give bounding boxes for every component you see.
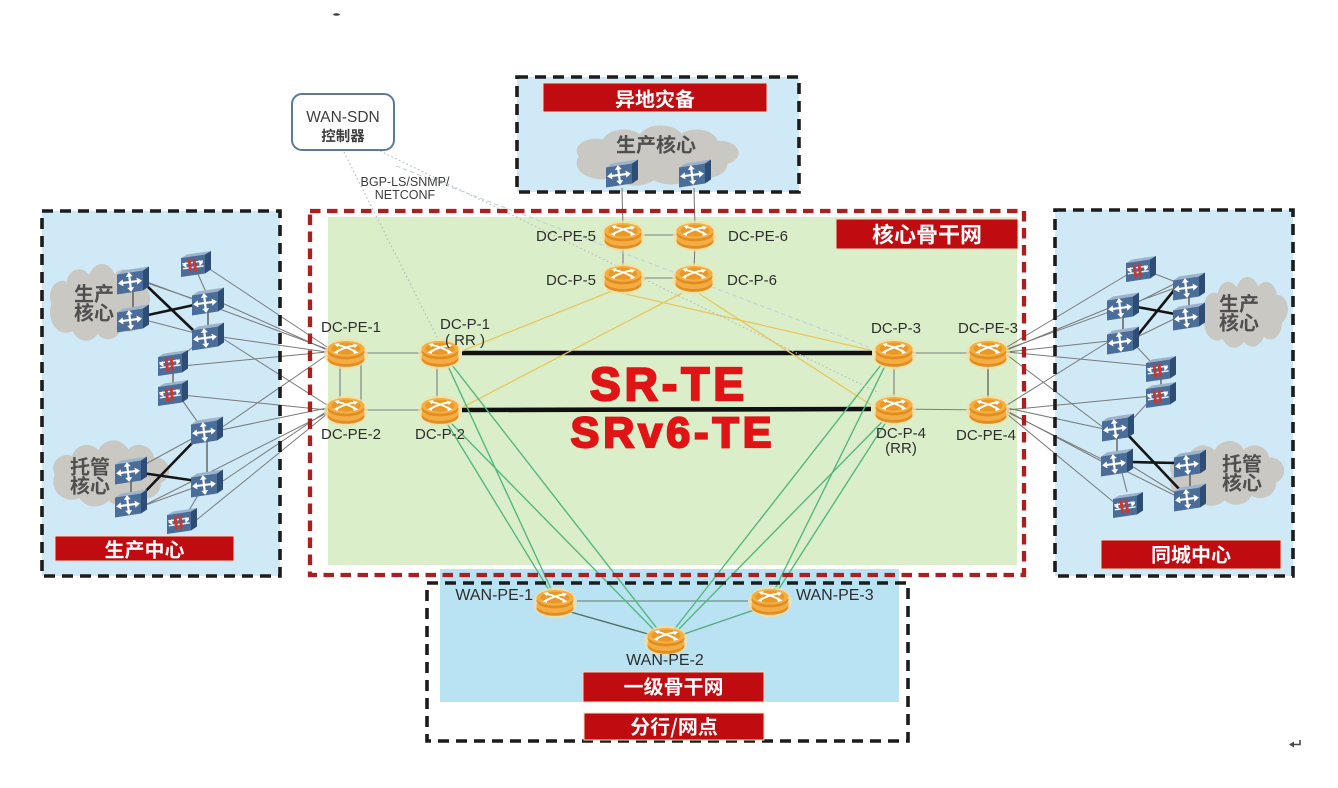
svg-text:DC-PE-5: DC-PE-5: [536, 228, 596, 245]
svg-text:DC-PE-4: DC-PE-4: [956, 427, 1016, 444]
svg-text:DC-P-2: DC-P-2: [415, 426, 465, 443]
svg-text:(RR): (RR): [885, 440, 917, 457]
svg-text:WAN-PE-3: WAN-PE-3: [796, 587, 874, 604]
svg-text:DC-P-1: DC-P-1: [440, 316, 490, 333]
svg-text:DC-P-5: DC-P-5: [546, 272, 596, 289]
svg-text:DC-P-3: DC-P-3: [871, 320, 921, 337]
svg-text:DC-PE-2: DC-PE-2: [321, 426, 381, 443]
svg-text:WAN-SDN: WAN-SDN: [306, 109, 379, 126]
svg-text:WAN-PE-1: WAN-PE-1: [455, 587, 533, 604]
svg-text:WAN-PE-2: WAN-PE-2: [626, 652, 704, 669]
svg-text:NETCONF: NETCONF: [375, 188, 436, 202]
svg-text:( RR ): ( RR ): [445, 332, 485, 349]
svg-text:DC-PE-3: DC-PE-3: [958, 320, 1018, 337]
svg-text:DC-P-6: DC-P-6: [727, 272, 777, 289]
svg-text:DC-PE-6: DC-PE-6: [728, 228, 788, 245]
svg-text:SRv6-TE: SRv6-TE: [571, 409, 776, 457]
svg-text:DC-PE-1: DC-PE-1: [321, 319, 381, 336]
svg-text:SR-TE: SR-TE: [590, 358, 748, 410]
svg-text:DC-P-4: DC-P-4: [876, 425, 926, 442]
svg-text:BGP-LS/SNMP/: BGP-LS/SNMP/: [361, 175, 450, 189]
